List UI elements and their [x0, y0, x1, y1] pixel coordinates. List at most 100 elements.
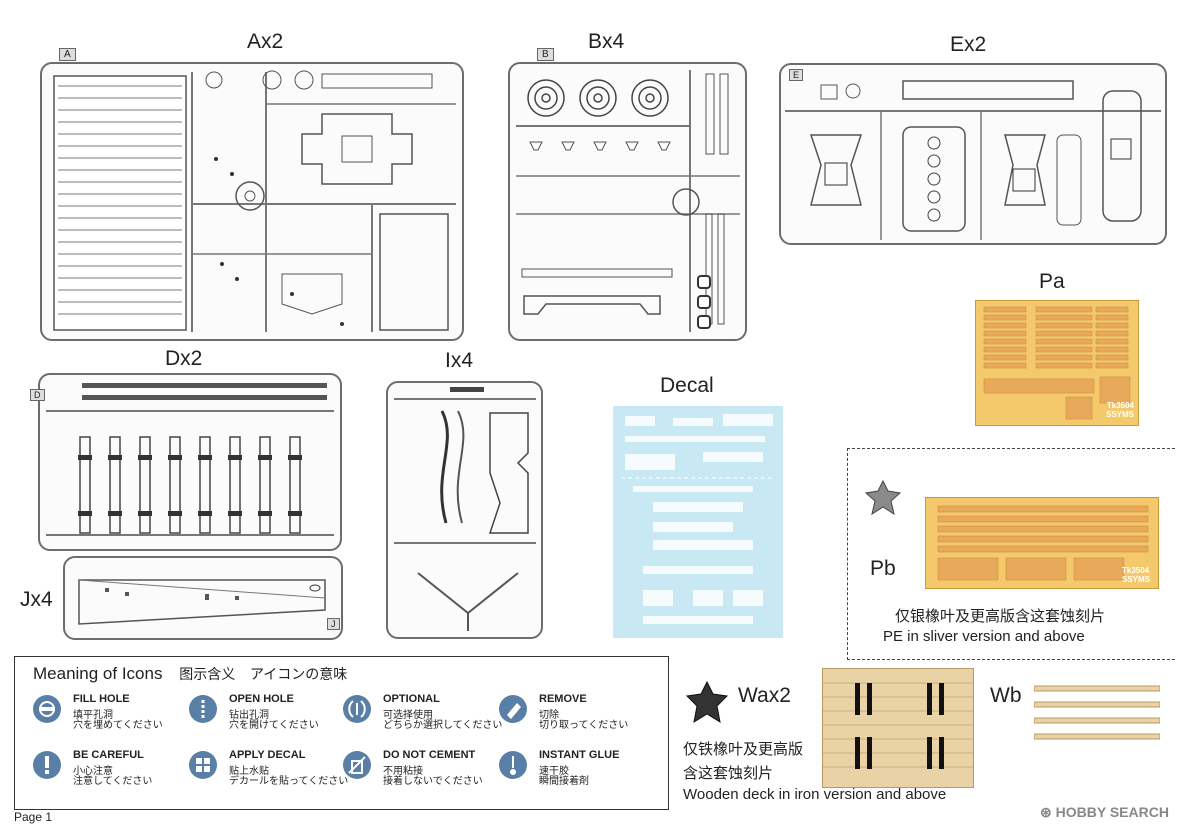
- sprue-a-title: Ax2: [247, 30, 284, 53]
- pe-pa-drawing: [983, 306, 1131, 420]
- pe-pa-code: Tk3504 SSYMS: [1106, 401, 1134, 419]
- fill-hole-icon: [33, 695, 61, 723]
- instant-glue-icon: [499, 751, 527, 779]
- legend-item-be-careful: BE CAREFUL 小心注意 注意してください: [33, 749, 183, 799]
- icons-legend: Meaning of Icons 图示含义 アイコンの意味 FILL HOLE …: [14, 656, 669, 810]
- decal-title: Decal: [660, 374, 714, 397]
- sprue-i-frame: [386, 381, 543, 639]
- legend-heading-en: Meaning of Icons: [33, 664, 163, 683]
- pe-sheet-pb: Tk3504 SSYMS: [925, 497, 1159, 589]
- iron-note-zh-1: 仅铁橡叶及更高版: [683, 741, 804, 758]
- legend-label-en: FILL HOLE: [73, 693, 130, 705]
- legend-label-ja: どちらか選択してください: [383, 720, 503, 731]
- open-hole-icon: [189, 695, 217, 723]
- sprue-a-drawing: [53, 70, 456, 332]
- legend-item-fill-hole: FILL HOLE 填平孔洞 穴を埋めてください: [33, 693, 183, 743]
- legend-label-ja: 穴を開けてください: [229, 720, 319, 731]
- pe-pa-code-line1: Tk3504: [1106, 401, 1135, 410]
- legend-label-ja: 注意してください: [73, 776, 153, 787]
- legend-label-ja: 接着しないでください: [383, 776, 483, 787]
- wooden-deck-wa: [822, 668, 974, 788]
- sprue-d-title: Dx2: [165, 347, 203, 370]
- legend-label-en: APPLY DECAL: [229, 749, 306, 761]
- legend-label-en: INSTANT GLUE: [539, 749, 620, 761]
- sprue-i-drawing: [394, 387, 536, 631]
- decal-sheet: [613, 406, 783, 638]
- watermark: ⊛ HOBBY SEARCH: [1040, 804, 1169, 821]
- watermark-icon: ⊛: [1040, 804, 1052, 820]
- sprue-j-title: Jx4: [20, 588, 53, 611]
- sprue-a-frame: A: [40, 48, 464, 341]
- pe-silver-box: Tk3504 SSYMS 仅银橡叶及更高版含这套蚀刻片 PE in sliver…: [847, 448, 1175, 660]
- sprue-b-letter: B: [537, 48, 554, 61]
- sprue-j-letter: J: [327, 618, 340, 630]
- sprue-wa-title: Wax2: [738, 684, 791, 707]
- legend-item-open-hole: OPEN HOLE 钻出孔洞 穴を開けてください: [189, 693, 339, 743]
- legend-label-zh: 切除: [539, 710, 559, 721]
- sprue-wb-title: Wb: [990, 684, 1022, 707]
- sprue-pb-title: Pb: [870, 557, 896, 580]
- sprue-j-frame: J: [63, 556, 343, 640]
- wooden-strips-wb-drawing: [1033, 685, 1161, 740]
- sprue-e-letter: E: [789, 69, 804, 81]
- wooden-deck-wa-drawing: [823, 682, 973, 769]
- legend-label-zh: 填平孔洞: [73, 710, 113, 721]
- legend-label-en: OPTIONAL: [383, 693, 440, 705]
- watermark-text: HOBBY SEARCH: [1055, 804, 1169, 820]
- legend-label-en: OPEN HOLE: [229, 693, 294, 705]
- iron-note-zh-2: 含这套蚀刻片: [683, 765, 774, 782]
- legend-item-remove: REMOVE 切除 切り取ってください: [499, 693, 649, 743]
- pe-pa-code-line2: SSYMS: [1106, 410, 1135, 419]
- pe-pb-code: Tk3504 SSYMS: [1122, 566, 1150, 584]
- remove-icon: [499, 695, 527, 723]
- apply-decal-icon: [189, 751, 217, 779]
- sprue-d-drawing: [46, 383, 334, 536]
- silver-oak-leaf-icon: [864, 479, 902, 516]
- sprue-d-frame: D: [30, 373, 342, 551]
- legend-heading: Meaning of Icons 图示含义 アイコンの意味: [33, 664, 347, 684]
- legend-label-en: REMOVE: [539, 693, 587, 705]
- sprue-d-letter: D: [30, 389, 45, 401]
- legend-item-instant-glue: INSTANT GLUE 速干胶 瞬間接着剤: [499, 749, 649, 799]
- sprue-a-letter: A: [59, 48, 76, 61]
- do-not-cement-icon: [343, 751, 371, 779]
- legend-item-apply-decal: APPLY DECAL 贴上水贴 デカールを貼ってください: [189, 749, 348, 799]
- sprue-b-title: Bx4: [588, 30, 625, 53]
- pe-silver-note-zh: 仅银橡叶及更高版含这套蚀刻片: [895, 608, 1106, 625]
- iron-note-en: Wooden deck in iron version and above: [683, 786, 947, 803]
- pe-pb-code-line2: SSYMS: [1122, 575, 1151, 584]
- iron-oak-leaf-icon: [685, 680, 729, 724]
- sprue-b-drawing: [516, 70, 740, 332]
- optional-icon: [343, 695, 371, 723]
- sprue-pa-title: Pa: [1039, 270, 1065, 293]
- legend-label-ja: デカールを貼ってください: [229, 776, 349, 787]
- legend-label-ja: 穴を埋めてください: [73, 720, 163, 731]
- legend-label-zh: 钻出孔洞: [229, 710, 269, 721]
- legend-label-zh: 速干胶: [539, 766, 569, 777]
- pe-pb-drawing: [937, 505, 1149, 581]
- legend-label-zh: 不用粘接: [383, 766, 423, 777]
- wooden-strips-wb: [1033, 684, 1161, 744]
- legend-label-zh: 贴上水贴: [229, 766, 269, 777]
- sprue-e-drawing: [785, 80, 1161, 240]
- be-careful-icon: [33, 751, 61, 779]
- sprue-i-title: Ix4: [445, 349, 474, 372]
- pe-pb-code-line1: Tk3504: [1122, 566, 1150, 575]
- legend-label-ja: 切り取ってください: [539, 720, 629, 731]
- legend-item-do-not-cement: DO NOT CEMENT 不用粘接 接着しないでください: [343, 749, 493, 799]
- legend-item-optional: OPTIONAL 可选择使用 どちらか選択してください: [343, 693, 502, 743]
- decal-drawing: [621, 414, 773, 624]
- sprue-e-frame: E: [779, 63, 1167, 245]
- sprue-b-frame: B: [508, 48, 747, 341]
- legend-label-zh: 可选择使用: [383, 710, 433, 721]
- legend-label-ja: 瞬間接着剤: [539, 776, 589, 787]
- legend-heading-ja: アイコンの意味: [249, 666, 348, 682]
- page-number: Page 1: [14, 810, 53, 824]
- sprue-j-drawing: [78, 579, 326, 625]
- legend-label-en: DO NOT CEMENT: [383, 749, 476, 761]
- sprue-e-title: Ex2: [950, 33, 987, 56]
- legend-label-zh: 小心注意: [73, 766, 113, 777]
- legend-heading-zh: 图示含义: [179, 666, 236, 682]
- pe-sheet-pa: Tk3504 SSYMS: [975, 300, 1139, 426]
- legend-label-en: BE CAREFUL: [73, 749, 144, 761]
